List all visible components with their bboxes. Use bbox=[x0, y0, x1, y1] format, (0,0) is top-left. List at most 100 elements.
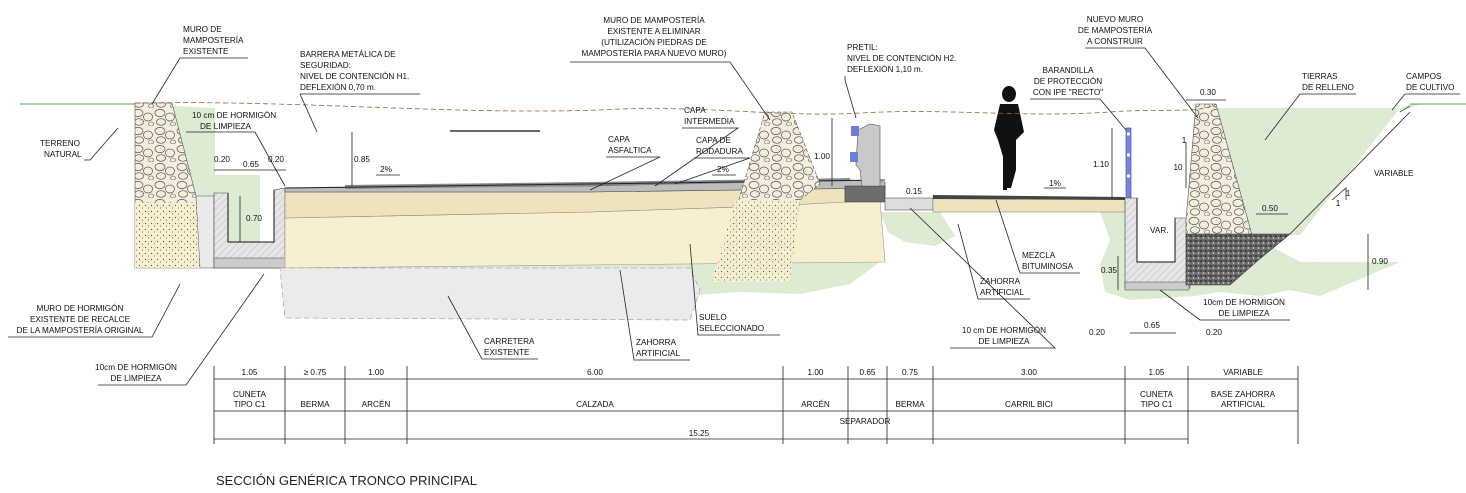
svg-text:SUELO: SUELO bbox=[699, 313, 727, 322]
svg-text:MEZCLA: MEZCLA bbox=[1022, 251, 1056, 260]
bottom-dimension-value: 1.05 bbox=[1149, 368, 1165, 377]
bottom-dimension-value: 0.65 bbox=[860, 368, 876, 377]
segment-label: BERMA bbox=[300, 400, 330, 409]
label-hormigon-right: 10cm DE HORMIGÓN DE LIMPIEZA bbox=[1159, 289, 1290, 321]
svg-text:10 cm DE HORMIGÓN: 10 cm DE HORMIGÓN bbox=[192, 110, 276, 120]
separador-label: SEPARADOR bbox=[840, 417, 891, 426]
segment-label: CUNETA bbox=[1140, 390, 1174, 399]
bottom-dimension-value: 1.05 bbox=[242, 368, 258, 377]
bottom-dimension-value: 6.00 bbox=[587, 368, 603, 377]
svg-text:DE MAMPOSTERÍA: DE MAMPOSTERÍA bbox=[1078, 25, 1153, 35]
svg-text:1: 1 bbox=[1346, 189, 1351, 198]
label-muro-eliminar: MURO DE MAMPOSTERÍA EXISTENTE A ELIMINAR… bbox=[570, 15, 771, 121]
svg-text:DE CULTIVO: DE CULTIVO bbox=[1406, 83, 1455, 92]
svg-text:ZAHORRA: ZAHORRA bbox=[980, 277, 1021, 286]
masonry-wall-existing bbox=[134, 102, 215, 269]
svg-text:0.65: 0.65 bbox=[243, 160, 259, 169]
svg-text:0.85: 0.85 bbox=[354, 155, 370, 164]
svg-text:ARTIFICIAL: ARTIFICIAL bbox=[636, 349, 680, 358]
svg-text:DEFLEXIÓN 0,70 m.: DEFLEXIÓN 0,70 m. bbox=[300, 82, 376, 92]
svg-text:A CONSTRUIR: A CONSTRUIR bbox=[1087, 37, 1143, 46]
label-muro-recalce: MURO DE HORMIGÓN EXISTENTE DE RECALCE DE… bbox=[8, 283, 181, 338]
svg-text:10: 10 bbox=[1173, 163, 1183, 172]
segment-label: BERMA bbox=[895, 400, 925, 409]
bottom-dimension-value: 1.00 bbox=[808, 368, 824, 377]
bottom-dimension-value: VARIABLE bbox=[1223, 368, 1263, 377]
svg-text:MURO DE MAMPOSTERÍA: MURO DE MAMPOSTERÍA bbox=[603, 15, 705, 25]
svg-text:1.10: 1.10 bbox=[1093, 160, 1109, 169]
label-terreno-natural: TERRENO NATURAL bbox=[40, 127, 119, 161]
segment-label: ARCÉN bbox=[801, 399, 830, 409]
ditch-left bbox=[213, 187, 287, 269]
svg-text:10cm DE HORMIGÓN: 10cm DE HORMIGÓN bbox=[95, 362, 177, 372]
label-muro-existente: MURO DE MAMPOSTERÍA EXISTENTE bbox=[151, 25, 248, 105]
svg-text:SEGURIDAD:: SEGURIDAD: bbox=[300, 61, 351, 70]
svg-text:10cm DE HORMIGÓN: 10cm DE HORMIGÓN bbox=[1203, 297, 1285, 307]
segment-label: TIPO C1 bbox=[234, 400, 266, 409]
svg-text:CARRETERA: CARRETERA bbox=[484, 337, 535, 346]
svg-text:1.00: 1.00 bbox=[814, 152, 830, 161]
svg-text:0.90: 0.90 bbox=[1372, 257, 1388, 266]
svg-text:0.30: 0.30 bbox=[1200, 88, 1216, 97]
svg-text:MAMPOSTERÍA: MAMPOSTERÍA bbox=[183, 35, 244, 45]
label-var: VAR. bbox=[1150, 226, 1169, 235]
bottom-dimension-value: 3.00 bbox=[1021, 368, 1037, 377]
svg-text:1: 1 bbox=[1336, 199, 1341, 208]
segment-label: ARCÉN bbox=[362, 399, 391, 409]
svg-text:EXISTENTE: EXISTENTE bbox=[183, 47, 229, 56]
svg-text:0.15: 0.15 bbox=[906, 187, 922, 196]
svg-text:DE LIMPIEZA: DE LIMPIEZA bbox=[200, 122, 251, 131]
cyclist-icon bbox=[994, 86, 1024, 190]
svg-text:1: 1 bbox=[1182, 136, 1187, 145]
masonry-wall-remove bbox=[712, 111, 821, 283]
svg-text:DE LA MAMPOSTERÍA ORIGINAL: DE LA MAMPOSTERÍA ORIGINAL bbox=[17, 325, 144, 335]
ditch-right bbox=[1124, 197, 1191, 291]
svg-text:2%: 2% bbox=[380, 165, 392, 174]
svg-text:MURO DE: MURO DE bbox=[183, 25, 222, 34]
small-dimensions: 0.20 0.65 0.20 0.70 0.85 2% 2% 1.00 0.15… bbox=[214, 88, 1388, 337]
segment-label: TIPO C1 bbox=[1141, 400, 1173, 409]
svg-text:CAMPOS: CAMPOS bbox=[1406, 72, 1442, 81]
label-hormigon-top: 10 cm DE HORMIGÓN DE LIMPIEZA bbox=[186, 110, 286, 187]
bottom-dimension-value: 0.75 bbox=[902, 368, 918, 377]
svg-text:ASFALTICA: ASFALTICA bbox=[608, 146, 652, 155]
svg-text:RODADURA: RODADURA bbox=[696, 147, 743, 156]
svg-text:MURO DE HORMIGÓN: MURO DE HORMIGÓN bbox=[37, 303, 124, 313]
label-suelo-seleccionado: SUELO SELECCIONADO bbox=[689, 243, 780, 336]
svg-text:DE LIMPIEZA: DE LIMPIEZA bbox=[979, 337, 1030, 346]
svg-text:EXISTENTE: EXISTENTE bbox=[484, 348, 530, 357]
label-barandilla: BARANDILLA DE PROTECCIÓN CON IPE "RECTO" bbox=[1030, 66, 1127, 131]
segment-label: CALZADA bbox=[576, 400, 614, 409]
label-capa-intermedia: CAPA INTERMEDIA bbox=[654, 106, 740, 187]
svg-text:TERRENO: TERRENO bbox=[40, 139, 80, 148]
svg-text:NATURAL: NATURAL bbox=[44, 150, 82, 159]
svg-text:1%: 1% bbox=[1049, 179, 1061, 188]
svg-text:SELECCIONADO: SELECCIONADO bbox=[699, 324, 764, 333]
svg-text:0.20: 0.20 bbox=[214, 155, 230, 164]
svg-text:CAPA: CAPA bbox=[684, 106, 706, 115]
svg-text:BARANDILLA: BARANDILLA bbox=[1043, 66, 1095, 75]
svg-text:DE RELLENO: DE RELLENO bbox=[1302, 83, 1354, 92]
svg-text:DE LIMPIEZA: DE LIMPIEZA bbox=[1219, 309, 1270, 318]
svg-text:EXISTENTE A ELIMINAR: EXISTENTE A ELIMINAR bbox=[607, 27, 700, 36]
segment-label: BASE ZAHORRA bbox=[1211, 390, 1276, 399]
bike-lane bbox=[932, 86, 1132, 213]
svg-text:BITUMINOSA: BITUMINOSA bbox=[1022, 262, 1073, 271]
segment-label: CARRIL BICI bbox=[1005, 400, 1053, 409]
svg-text:NUEVO MURO: NUEVO MURO bbox=[1087, 15, 1143, 24]
label-carretera-existente: CARRETERA EXISTENTE bbox=[447, 295, 538, 360]
masonry-wall-new bbox=[1185, 103, 1291, 286]
svg-text:0.70: 0.70 bbox=[246, 214, 262, 223]
svg-text:0.35: 0.35 bbox=[1101, 266, 1117, 275]
page-title: SECCIÓN GENÉRICA TRONCO PRINCIPAL bbox=[216, 473, 477, 488]
label-barrera: BARRERA METÁLICA DE SEGURIDAD: NIVEL DE … bbox=[299, 49, 420, 133]
label-zahorra-right: ZAHORRA ARTIFICIAL bbox=[957, 223, 1030, 300]
svg-text:ZAHORRA: ZAHORRA bbox=[636, 338, 677, 347]
svg-text:BARRERA METÁLICA DE: BARRERA METÁLICA DE bbox=[300, 49, 396, 59]
svg-text:TIERRAS: TIERRAS bbox=[1302, 72, 1338, 81]
bottom-dimension-value: ≥ 0.75 bbox=[304, 368, 327, 377]
svg-text:(UTILIZACIÓN PIEDRAS DE: (UTILIZACIÓN PIEDRAS DE bbox=[601, 37, 707, 47]
